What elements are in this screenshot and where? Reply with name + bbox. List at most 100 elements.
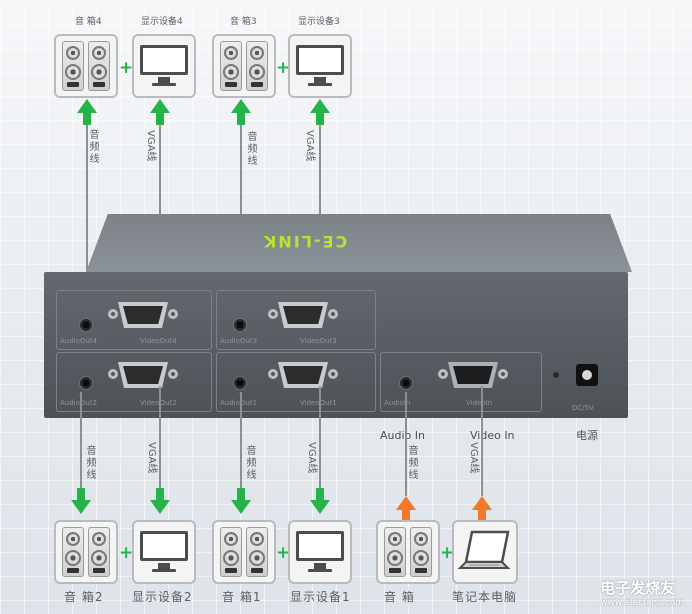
audio-cable-label: 音频线 [86,446,97,481]
arrow-up-audio3 [231,99,251,125]
port-label: AudioOut4 [60,337,98,345]
speaker-icon [246,527,268,577]
monitor-icon [140,45,188,75]
port-label: AudioOut1 [220,399,258,407]
audio-in-jack [399,376,413,390]
speaker-icon [220,527,242,577]
speaker-4-card [54,34,118,98]
port-label: VideoOut2 [140,399,177,407]
speaker-in-card [376,520,440,584]
vga-cable-2 [159,386,161,488]
plus-icon: + [440,543,455,563]
speaker-1-label: 音 箱1 [222,590,262,604]
vga-cable-label: VGA线 [468,442,479,474]
port-group-out3 [216,290,376,350]
speaker-icon [384,527,406,577]
power-led [553,372,559,378]
speaker-icon [88,527,110,577]
speaker-1-card [212,520,276,584]
laptop-icon [457,530,511,569]
plus-icon: + [119,543,134,563]
port-group-in [380,352,542,412]
plus-icon: + [276,543,291,563]
brand-logo: CE-LINK [262,232,348,251]
display-3-label: 显示设备3 [298,17,340,27]
speaker-icon [88,41,110,91]
audio-out4-jack [79,318,93,332]
audio-cable-in [405,392,407,496]
speaker-2-label: 音 箱2 [64,590,104,604]
arrow-down-vga1 [310,488,330,514]
speaker-3-label: 音 箱3 [230,17,257,27]
display-3-card [288,34,352,98]
display-2-label: 显示设备2 [132,590,193,604]
audio-out3-jack [233,318,247,332]
device-rear-panel [44,272,628,418]
audio-cable-label: 音频线 [89,130,100,165]
speaker-icon [220,41,242,91]
port-label: VideoOut1 [300,399,337,407]
port-group-out1 [216,352,376,412]
speaker-4-label: 音 箱4 [75,17,102,27]
video-out2-port [108,362,178,388]
speaker-2-card [54,520,118,584]
display-1-card [288,520,352,584]
vga-cable-label: VGA线 [306,442,317,474]
vga-cable-1 [319,386,321,488]
video-out1-port [268,362,338,388]
arrow-down-audio2 [71,488,91,514]
arrow-up-audio4 [77,99,97,125]
port-label: AudioIn [384,399,411,407]
video-in-port [438,362,508,388]
plus-icon: + [119,58,134,78]
dc-power-port [576,364,598,386]
display-4-card [132,34,196,98]
arrow-up-vga-in [472,496,492,522]
speaker-icon [62,41,84,91]
port-group-out4 [56,290,212,350]
speaker-icon [410,527,432,577]
port-group-out2 [56,352,212,412]
vga-cable-label: VGA线 [146,442,157,474]
speaker-icon [246,41,268,91]
display-1-label: 显示设备1 [290,590,351,604]
audio-cable-4 [86,125,88,321]
video-out4-port [108,302,178,328]
audio-cable-label: 音频线 [408,446,419,481]
port-label: VideoOut4 [140,337,177,345]
arrow-up-audio-in [396,496,416,522]
audio-cable-label: 音频线 [247,132,258,167]
laptop-card [452,520,518,584]
audio-out2-jack [79,376,93,390]
port-label: AudioOut3 [220,337,258,345]
audio-cable-label: 音频线 [246,446,257,481]
audio-cable-2 [80,392,82,488]
watermark-url: www.elecfans.com [600,598,684,608]
vga-cable-label: VGA线 [304,130,315,162]
arrow-up-vga3 [310,99,330,125]
speaker-icon [62,527,84,577]
video-out3-port [268,302,338,328]
audio-in-callout: Audio In [380,429,425,442]
monitor-icon [140,531,188,561]
port-label: DC/5V [572,404,594,412]
vga-cable-in [481,386,483,496]
display-4-label: 显示设备4 [141,17,183,27]
speaker-3-card [212,34,276,98]
arrow-up-vga4 [150,99,170,125]
monitor-icon [296,45,344,75]
display-2-card [132,520,196,584]
laptop-label: 笔记本电脑 [452,590,518,604]
power-callout: 电源 [576,429,598,442]
watermark-title: 电子发烧友 [600,579,676,597]
video-in-callout: Video In [470,429,515,442]
plus-icon: + [276,58,291,78]
port-label: AudioOut2 [60,399,98,407]
monitor-icon [296,531,344,561]
arrow-down-vga2 [150,488,170,514]
vga-cable-label: VGA线 [145,130,156,162]
speaker-in-label: 音 箱 [384,590,415,604]
device-top-panel [86,214,632,272]
watermark: 电子发烧友 www.elecfans.com [600,577,684,608]
